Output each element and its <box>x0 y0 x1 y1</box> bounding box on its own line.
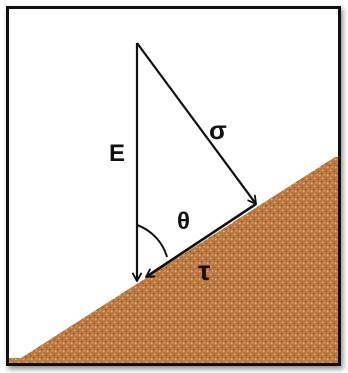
label-e: E <box>109 140 125 167</box>
soil-slope <box>9 157 338 363</box>
label-sigma: σ <box>209 115 227 145</box>
label-tau: τ <box>198 255 211 286</box>
vector-tau-arrow <box>146 202 257 279</box>
label-theta: θ <box>177 208 190 235</box>
theta-angle-arc <box>136 224 168 258</box>
stress-decomposition-diagram: E σ θ τ <box>9 42 338 363</box>
vector-sigma-arrow <box>136 42 256 204</box>
diagram-frame: E σ θ τ <box>6 6 341 366</box>
